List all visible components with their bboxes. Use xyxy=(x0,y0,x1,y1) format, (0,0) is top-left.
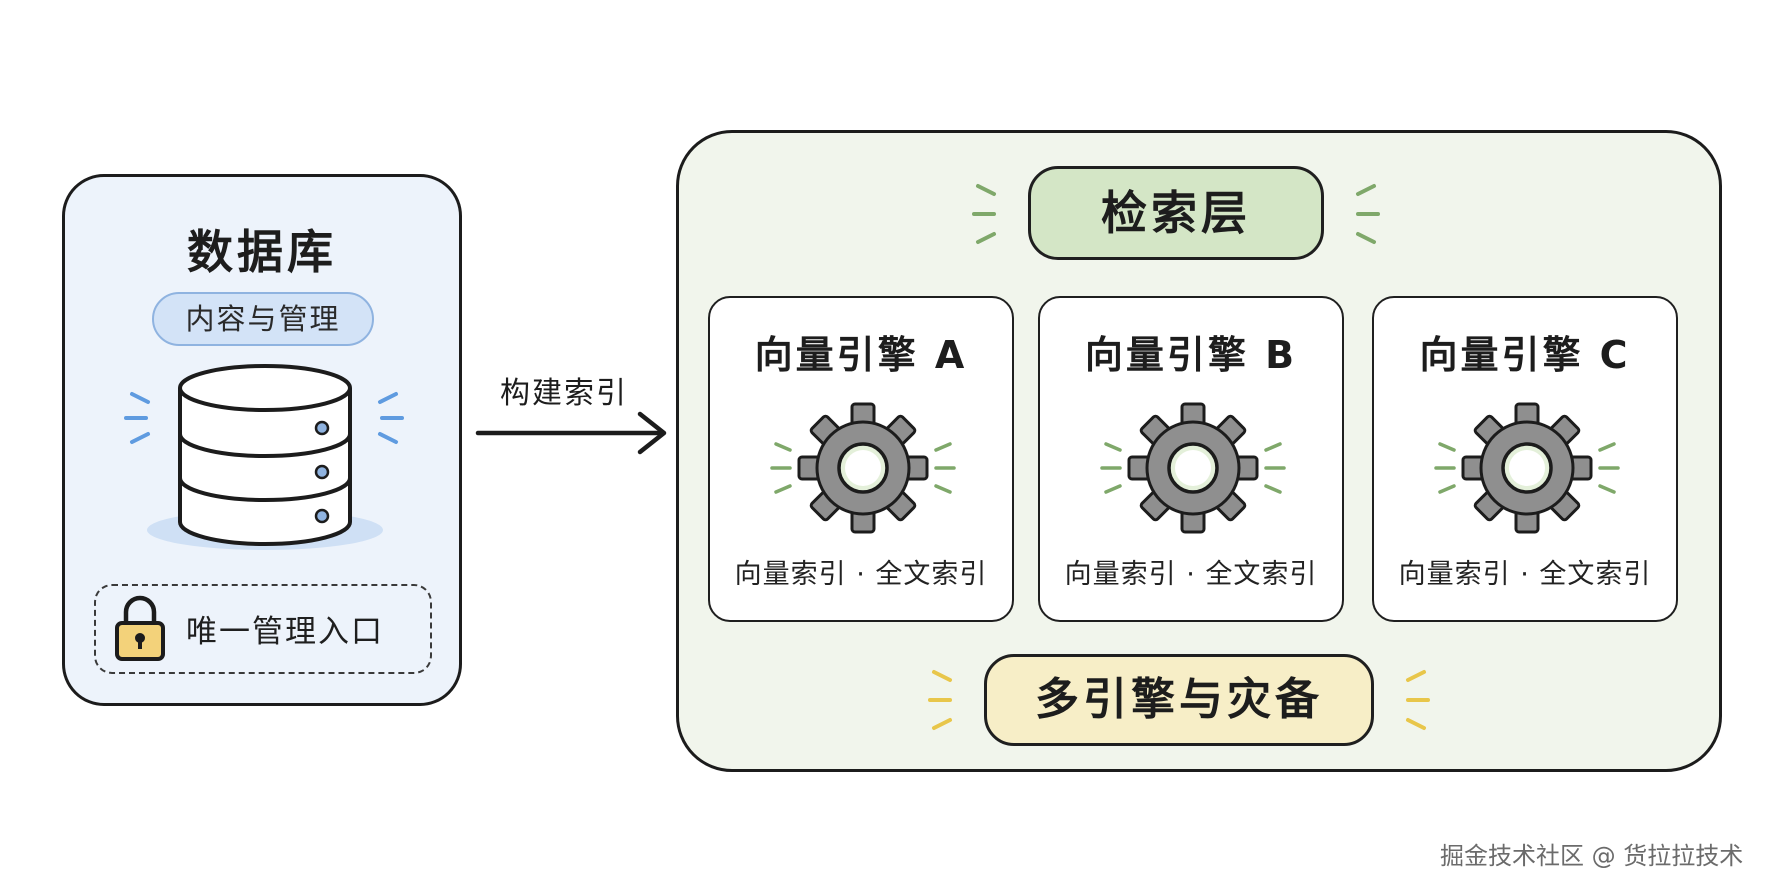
engine-title: 向量引擎 A xyxy=(754,333,968,377)
sparkle-icon xyxy=(928,670,1430,730)
engine-title: 向量引擎 C xyxy=(1419,333,1631,377)
gear-icon xyxy=(1434,402,1620,534)
retrieval-layer-title: 检索层 xyxy=(1028,166,1324,260)
engine-subtitle: 向量索引 · 全文索引 xyxy=(734,559,988,590)
database-badge: 内容与管理 xyxy=(152,292,374,346)
engine-title: 向量引擎 B xyxy=(1084,333,1298,377)
gear-icon xyxy=(770,402,956,534)
engine-subtitle: 向量索引 · 全文索引 xyxy=(1064,559,1318,590)
admin-entry-label: 唯一管理入口 xyxy=(186,614,384,650)
admin-entry-box xyxy=(94,584,432,674)
gear-icon xyxy=(1100,402,1286,534)
sparkle-icon xyxy=(972,184,1380,244)
build-index-label: 构建索引 xyxy=(500,376,628,411)
lock-icon xyxy=(115,595,165,661)
engine-card-c: 向量引擎 C 向量索引 · 全文索引 xyxy=(1372,296,1678,622)
engine-card-b: 向量引擎 B 向量索引 · 全文索引 xyxy=(1038,296,1344,622)
database-cylinder-icon xyxy=(124,364,404,550)
engine-subtitle: 向量索引 · 全文索引 xyxy=(1398,559,1652,590)
watermark: 掘金技术社区 @ 货拉拉技术 xyxy=(1440,842,1744,870)
multi-engine-dr-label: 多引擎与灾备 xyxy=(984,654,1374,746)
engine-card-a: 向量引擎 A 向量索引 · 全文索引 xyxy=(708,296,1014,622)
database-title: 数据库 xyxy=(187,225,337,279)
arrow-right-icon xyxy=(475,411,667,455)
